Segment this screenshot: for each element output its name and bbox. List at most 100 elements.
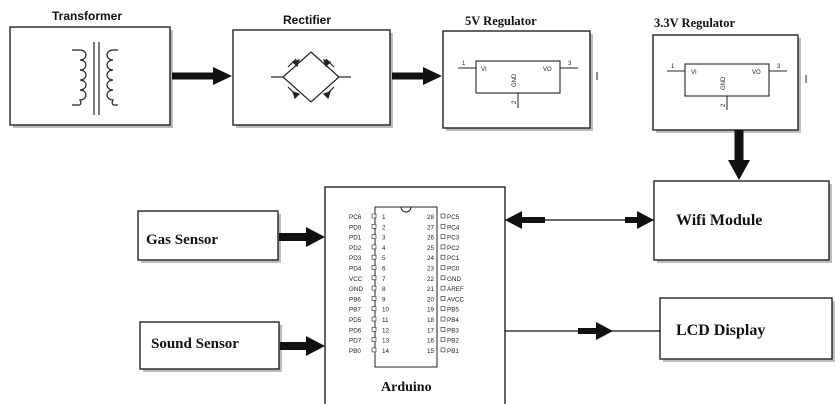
pin-pad — [440, 275, 446, 281]
pin-number: 20 — [427, 296, 435, 303]
chip-notch — [400, 206, 412, 213]
gas-sensor-label: Gas Sensor — [146, 232, 218, 248]
reg33-pin1-label: 1 — [671, 64, 675, 70]
arduino-label: Arduino — [381, 380, 432, 395]
arrow-rectifier-to-5v — [392, 67, 442, 85]
pin-row-right: 19 PB5 — [427, 306, 459, 314]
pin-name: PB0 — [349, 348, 361, 355]
atmega-chip — [374, 206, 438, 368]
pin-number: 17 — [427, 327, 435, 334]
pin-name: PC4 — [447, 224, 460, 231]
pin-number: 12 — [382, 327, 390, 334]
pin-number: 7 — [382, 276, 386, 283]
pin-pad — [371, 337, 377, 342]
pin-number: 27 — [427, 224, 435, 231]
pin-name: PD1 — [349, 235, 362, 242]
pin-number: 24 — [427, 255, 435, 262]
pin-name: GND — [447, 276, 461, 283]
pin-pad — [371, 234, 377, 239]
regulator-3v3-ic — [684, 63, 770, 97]
wifi-module-label: Wifi Module — [676, 212, 762, 229]
pin-row-right: 27 PC4 — [427, 224, 460, 231]
pin-name: PD5 — [349, 317, 362, 324]
pin-name: PC6 — [349, 214, 362, 221]
pin-pad — [440, 306, 446, 312]
pin-name: PB2 — [447, 338, 459, 345]
pin-pad — [440, 337, 446, 342]
pin-pad — [371, 244, 377, 250]
pin-pad — [440, 285, 446, 291]
pin-number: 28 — [427, 214, 435, 221]
rectifier-label: Rectifier — [283, 13, 331, 27]
bridge-rectifier-symbol — [271, 51, 351, 103]
sound-sensor-block: Sound Sensor — [139, 321, 282, 372]
pin-name: GND — [349, 286, 363, 293]
pin-number: 11 — [382, 317, 389, 324]
pin-pad — [371, 306, 377, 312]
pin-number: 19 — [427, 307, 435, 314]
signal-flow-arrows — [279, 211, 660, 356]
pin-pad — [440, 347, 446, 353]
pin-pad — [440, 316, 446, 322]
gas-sensor-block: Gas Sensor — [137, 210, 281, 263]
pin-name: PC5 — [447, 214, 460, 221]
reg33-gnd-label: GND — [721, 76, 727, 90]
rectifier-block: Rectifier — [232, 13, 393, 128]
pin-name: PB7 — [349, 307, 361, 314]
reg5-pin2-label: 2 — [512, 100, 518, 104]
pin-name: AREF — [447, 286, 464, 293]
pin-pad — [371, 275, 377, 281]
pin-pad — [440, 234, 446, 239]
pin-name: PD6 — [349, 327, 362, 334]
arrow-transformer-to-rectifier — [172, 67, 232, 85]
pin-pad — [371, 347, 377, 353]
pin-pad — [440, 224, 446, 229]
arrow-arduino-wifi-bidirectional — [505, 211, 654, 229]
pin-name: PB3 — [447, 327, 459, 334]
pin-name: PB6 — [349, 296, 361, 303]
regulator-3v3-block: VI VO 1 3 GND 2 3.3V Regulator — [652, 16, 807, 133]
pin-pad — [440, 326, 446, 332]
pin-pad — [371, 316, 377, 322]
pin-pad — [371, 224, 377, 229]
pin-name: PC1 — [447, 255, 460, 262]
pin-name: PC0 — [447, 266, 460, 273]
pin-pad — [371, 285, 377, 291]
pin-number: 15 — [427, 348, 435, 355]
pin-number: 10 — [382, 307, 390, 314]
reg33-vi-label: VI — [691, 70, 697, 76]
pin-name: PB5 — [447, 307, 459, 314]
pin-row-left: PD6 12 — [349, 326, 390, 334]
lcd-display-label: LCD Display — [676, 322, 765, 339]
arrow-sound-to-arduino — [280, 336, 325, 356]
transformer-label: Transformer — [52, 9, 122, 23]
pin-pad — [440, 265, 446, 270]
pin-name: PD2 — [349, 245, 362, 252]
pin-number: 26 — [427, 235, 435, 242]
reg5-pin3-label: 3 — [568, 61, 572, 67]
reg5-pin1-label: 1 — [462, 61, 466, 67]
pin-pad — [371, 254, 377, 260]
reg33-pin3-label: 3 — [777, 64, 781, 70]
arrow-gas-to-arduino — [279, 227, 325, 247]
pin-pad — [371, 326, 377, 332]
pin-row-right: 24 PC1 — [427, 254, 460, 262]
pin-number: 4 — [382, 245, 386, 252]
reg5-vo-label: VO — [543, 67, 552, 73]
pin-name: PD0 — [349, 224, 362, 231]
regulator-5v-block: VI VO 1 3 GND 2 5V Regulator — [442, 14, 598, 131]
pin-pad — [440, 213, 446, 219]
pin-row-right: 17 PB3 — [427, 326, 459, 334]
pin-pad — [371, 213, 377, 219]
pin-pad — [440, 296, 446, 301]
regulator-5v-ic — [475, 60, 561, 94]
